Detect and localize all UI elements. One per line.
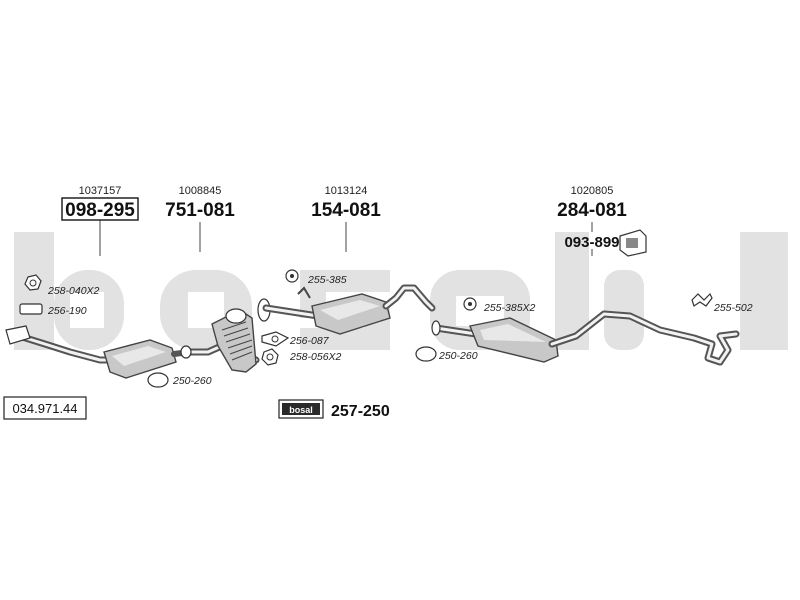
part-code-box [61,197,139,221]
part-code-mount-kit: 093-899 [564,234,619,251]
part-ref-rear-silencer: 1020805 [571,185,614,197]
clamp-icon [147,372,169,388]
accessory-label: 255-385 [307,274,347,286]
leader-lines [99,220,593,256]
front-pipe-catalyst-drawing [5,325,193,379]
gasket-icon [19,303,43,315]
accessory-label: 256-190 [47,305,87,317]
mount-kit-icon [619,229,647,257]
accessory-label: 250-260 [438,350,478,362]
paste-badge-text: bosal [289,405,313,415]
hanger-icon [463,297,477,311]
accessory-label: 258-040X2 [47,285,100,297]
part-code-center-silencer: 154-081 [311,200,381,221]
flex-pipe-drawing [180,308,260,373]
accessory-label: 255-385X2 [483,302,536,314]
rear-silencer-drawing [431,310,740,366]
nut-icon [261,348,279,366]
catalog-number: 034.971.44 [12,401,77,416]
part-code-flex-pipe: 751-081 [165,200,235,221]
part-ref-flex-pipe: 1008845 [179,185,222,197]
paste-badge: bosal [278,399,324,419]
nut-icon [24,274,42,291]
part-ref-center-silencer: 1013124 [325,185,368,197]
part-code-front-pipe: 098-295 [65,200,135,221]
accessory-label: 250-260 [172,375,212,387]
hanger-icon [285,269,299,283]
part-ref-front-pipe: 1037157 [79,185,122,197]
hanger-icon [691,292,713,307]
catalog-number-box [3,396,87,420]
center-silencer-drawing [257,284,436,335]
accessory-label: 256-087 [289,335,330,347]
paste-code: 257-250 [331,403,390,420]
part-code-rear-silencer: 284-081 [557,200,627,221]
clamp-icon [415,346,437,362]
accessory-label: 255-502 [713,302,753,314]
accessory-label: 258-056X2 [289,351,342,363]
gasket-icon [261,331,290,347]
